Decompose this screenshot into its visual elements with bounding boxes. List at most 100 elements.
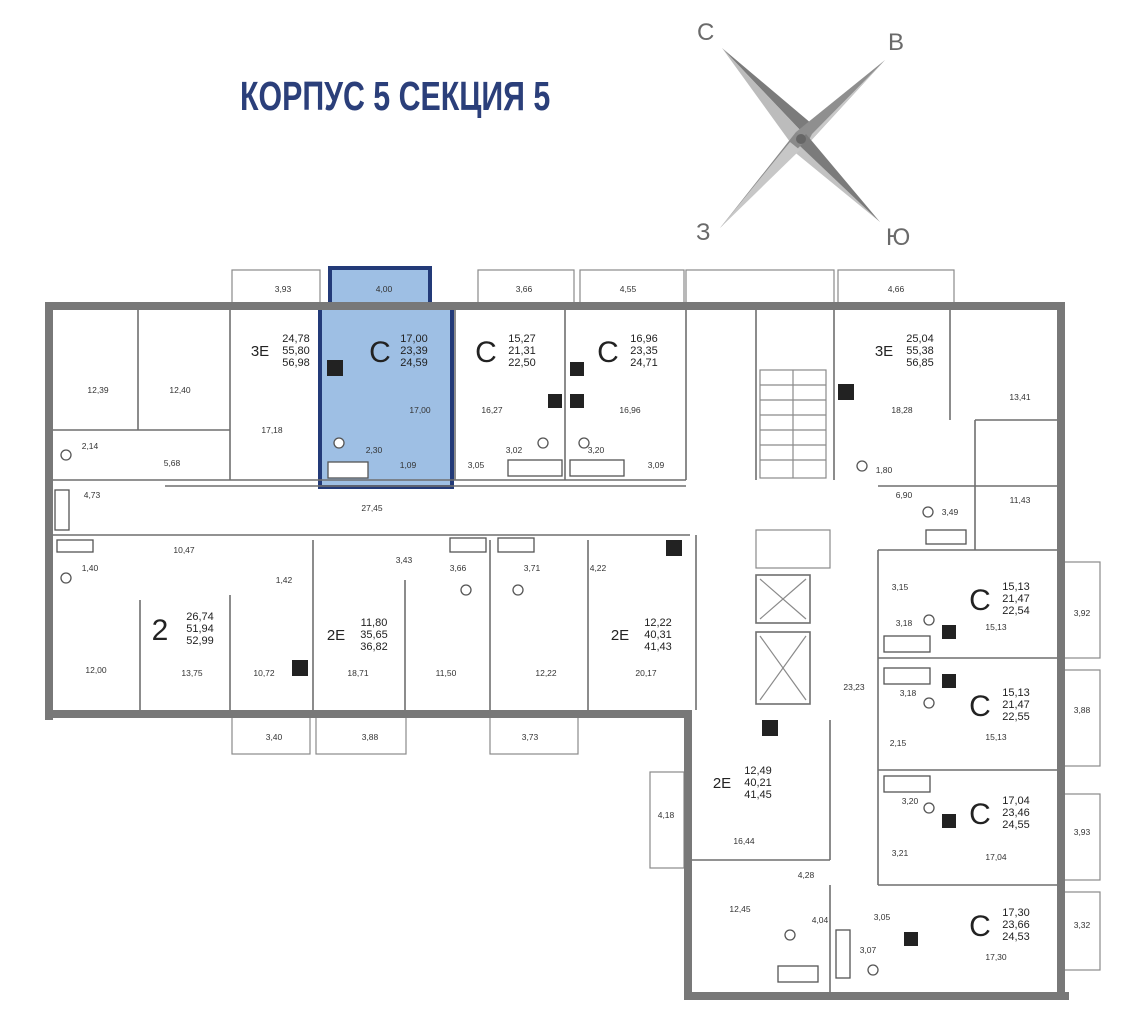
svg-text:18,28: 18,28 bbox=[891, 405, 913, 415]
svg-text:16,96: 16,96 bbox=[630, 333, 658, 345]
svg-text:10,72: 10,72 bbox=[253, 668, 275, 678]
svg-text:3E: 3E bbox=[251, 343, 269, 360]
svg-text:3,49: 3,49 bbox=[942, 507, 959, 517]
interior-walls bbox=[53, 310, 1057, 992]
flat-label-f8[interactable]: 2E 12,22 40,31 41,43 bbox=[611, 617, 672, 653]
svg-text:3,20: 3,20 bbox=[588, 445, 605, 455]
svg-text:15,13: 15,13 bbox=[985, 732, 1007, 742]
svg-text:2E: 2E bbox=[713, 775, 731, 792]
svg-text:41,43: 41,43 bbox=[644, 641, 672, 653]
flat-label-f9[interactable]: C 15,13 21,47 22,54 bbox=[969, 581, 1030, 617]
svg-text:25,04: 25,04 bbox=[906, 333, 934, 345]
svg-text:4,66: 4,66 bbox=[888, 284, 905, 294]
svg-text:22,55: 22,55 bbox=[1002, 711, 1030, 723]
svg-text:51,94: 51,94 bbox=[186, 623, 214, 635]
svg-text:12,39: 12,39 bbox=[87, 385, 109, 395]
svg-text:4,22: 4,22 bbox=[590, 563, 607, 573]
flat-label-f11[interactable]: 2E 12,49 40,21 41,45 bbox=[713, 765, 772, 801]
flat-label-f1[interactable]: 3E 24,78 55,80 56,98 bbox=[251, 333, 310, 369]
svg-text:3,32: 3,32 bbox=[1074, 920, 1091, 930]
svg-text:C: C bbox=[475, 336, 497, 369]
svg-text:18,71: 18,71 bbox=[347, 668, 369, 678]
svg-text:23,46: 23,46 bbox=[1002, 807, 1030, 819]
flat-label-f6[interactable]: 2 26,74 51,94 52,99 bbox=[152, 611, 214, 647]
svg-text:12,00: 12,00 bbox=[85, 665, 107, 675]
svg-text:17,30: 17,30 bbox=[1002, 907, 1030, 919]
svg-text:3,21: 3,21 bbox=[892, 848, 909, 858]
svg-text:55,80: 55,80 bbox=[282, 345, 310, 357]
svg-text:C: C bbox=[597, 336, 619, 369]
svg-text:17,04: 17,04 bbox=[985, 852, 1007, 862]
compass-west-label: З bbox=[696, 219, 711, 246]
flat-label-f10[interactable]: C 15,13 21,47 22,55 bbox=[969, 687, 1030, 723]
svg-text:1,09: 1,09 bbox=[400, 460, 417, 470]
selected-flat[interactable] bbox=[318, 266, 454, 489]
svg-text:15,13: 15,13 bbox=[1002, 581, 1030, 593]
svg-text:23,39: 23,39 bbox=[400, 345, 428, 357]
svg-text:12,22: 12,22 bbox=[644, 617, 672, 629]
svg-text:4,18: 4,18 bbox=[658, 810, 675, 820]
svg-text:17,30: 17,30 bbox=[985, 952, 1007, 962]
compass-icon bbox=[720, 48, 885, 228]
svg-text:16,96: 16,96 bbox=[619, 405, 641, 415]
svg-text:2E: 2E bbox=[327, 627, 345, 644]
svg-text:23,23: 23,23 bbox=[843, 682, 865, 692]
svg-text:13,75: 13,75 bbox=[181, 668, 203, 678]
svg-text:27,45: 27,45 bbox=[361, 503, 383, 513]
svg-text:16,44: 16,44 bbox=[733, 836, 755, 846]
flat-label-f3[interactable]: C 15,27 21,31 22,50 bbox=[475, 333, 536, 369]
svg-text:36,82: 36,82 bbox=[360, 641, 388, 653]
svg-text:4,04: 4,04 bbox=[812, 915, 829, 925]
svg-text:15,13: 15,13 bbox=[985, 622, 1007, 632]
svg-text:3,20: 3,20 bbox=[902, 796, 919, 806]
svg-text:17,00: 17,00 bbox=[409, 405, 431, 415]
svg-text:3,71: 3,71 bbox=[524, 563, 541, 573]
svg-text:24,59: 24,59 bbox=[400, 357, 428, 369]
svg-text:2,30: 2,30 bbox=[366, 445, 383, 455]
svg-text:56,98: 56,98 bbox=[282, 357, 310, 369]
flat-label-f13[interactable]: C 17,30 23,66 24,53 bbox=[969, 907, 1030, 943]
svg-text:11,43: 11,43 bbox=[1010, 495, 1031, 505]
svg-text:24,53: 24,53 bbox=[1002, 931, 1030, 943]
svg-text:20,17: 20,17 bbox=[635, 668, 657, 678]
svg-text:16,27: 16,27 bbox=[481, 405, 503, 415]
svg-text:3,18: 3,18 bbox=[896, 618, 913, 628]
svg-text:2E: 2E bbox=[611, 627, 629, 644]
svg-text:1,42: 1,42 bbox=[276, 575, 293, 585]
svg-text:3,93: 3,93 bbox=[1074, 827, 1091, 837]
svg-text:26,74: 26,74 bbox=[186, 611, 214, 623]
svg-text:5,68: 5,68 bbox=[164, 458, 181, 468]
svg-text:C: C bbox=[969, 798, 991, 831]
svg-text:17,04: 17,04 bbox=[1002, 795, 1030, 807]
flat-label-f5[interactable]: 3E 25,04 55,38 56,85 bbox=[875, 333, 934, 369]
svg-text:12,40: 12,40 bbox=[169, 385, 191, 395]
compass-east-label: В bbox=[888, 29, 904, 56]
svg-text:24,78: 24,78 bbox=[282, 333, 310, 345]
flat-label-f4[interactable]: C 16,96 23,35 24,71 bbox=[597, 333, 658, 369]
svg-text:4,00: 4,00 bbox=[376, 284, 393, 294]
svg-text:17,18: 17,18 bbox=[261, 425, 283, 435]
svg-text:3,66: 3,66 bbox=[516, 284, 533, 294]
flat-label-f2[interactable]: C 17,00 23,39 24,59 bbox=[369, 333, 428, 369]
svg-text:1,40: 1,40 bbox=[82, 563, 99, 573]
svg-text:3,88: 3,88 bbox=[1074, 705, 1091, 715]
svg-text:C: C bbox=[969, 584, 991, 617]
svg-text:6,90: 6,90 bbox=[896, 490, 913, 500]
svg-text:23,66: 23,66 bbox=[1002, 919, 1030, 931]
svg-text:11,50: 11,50 bbox=[436, 668, 457, 678]
svg-text:3,40: 3,40 bbox=[266, 732, 283, 742]
flat-label-f7[interactable]: 2E 11,80 35,65 36,82 bbox=[327, 617, 388, 653]
svg-text:3,66: 3,66 bbox=[450, 563, 467, 573]
svg-text:3E: 3E bbox=[875, 343, 893, 360]
svg-text:3,07: 3,07 bbox=[860, 945, 877, 955]
flat-label-f12[interactable]: C 17,04 23,46 24,55 bbox=[969, 795, 1030, 831]
svg-text:10,47: 10,47 bbox=[173, 545, 195, 555]
svg-text:35,65: 35,65 bbox=[360, 629, 388, 641]
svg-text:C: C bbox=[369, 336, 391, 369]
svg-text:56,85: 56,85 bbox=[906, 357, 934, 369]
svg-text:3,15: 3,15 bbox=[892, 582, 909, 592]
svg-text:4,55: 4,55 bbox=[620, 284, 637, 294]
compass-north-label: С bbox=[697, 19, 714, 46]
svg-text:52,99: 52,99 bbox=[186, 635, 214, 647]
